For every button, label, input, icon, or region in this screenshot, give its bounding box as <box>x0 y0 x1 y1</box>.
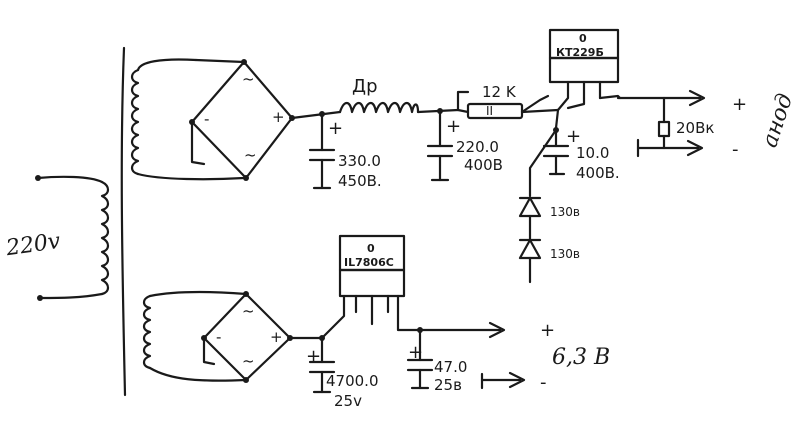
regulator-top-label: КТ229Б <box>556 46 604 59</box>
output-bottom-minus: - <box>540 372 547 393</box>
cap1-voltage: 450В. <box>338 172 382 190</box>
output-top-name: анод <box>757 91 798 151</box>
zener1-label: 130в <box>550 205 580 219</box>
cap2-value: 220.0 <box>456 138 499 156</box>
cap4-voltage: 25v <box>334 392 362 410</box>
zener2-label: 130в <box>550 247 580 261</box>
resistor-12k <box>466 102 524 120</box>
bridge-rectifier-bottom <box>201 291 293 383</box>
cap3-voltage: 400В. <box>576 164 620 182</box>
bottom-main-wire <box>288 294 506 341</box>
transformer-secondary-winding-bottom <box>142 290 248 382</box>
bridge-top-ac2: ~ <box>244 146 257 164</box>
capacitor-220 <box>426 109 454 182</box>
bridge-top-plus: + <box>272 108 285 126</box>
regulator-bottom-chip <box>338 234 406 326</box>
bridge-bottom-ac1: ~ <box>242 302 255 320</box>
top-output-wire <box>616 89 706 158</box>
cap2-plus: + <box>446 116 461 137</box>
output-top-minus: - <box>732 139 739 160</box>
zener-diode-1 <box>518 196 542 242</box>
capacitor-330 <box>308 112 336 190</box>
capacitor-47 <box>406 328 434 390</box>
regulator-top-mark: 0 <box>579 32 587 45</box>
resistor-label: 12 K <box>482 83 517 101</box>
transformer-core <box>120 46 127 397</box>
cap5-voltage: 25в <box>434 376 462 394</box>
cap5-value: 47.0 <box>434 358 467 376</box>
capacitor-10 <box>528 108 570 198</box>
cap1-value: 330.0 <box>338 152 381 170</box>
transformer-secondary-winding-top <box>130 58 246 181</box>
cap4-plus: + <box>306 346 321 367</box>
regulator-bottom-mark: 0 <box>367 242 375 255</box>
bridge-bottom-ac2: ~ <box>242 352 255 370</box>
cap2-voltage: 400В <box>464 156 503 174</box>
regulator-top-chip <box>548 28 622 112</box>
bridge-top-minus: - <box>204 110 209 128</box>
output-bottom-plus: + <box>540 320 555 341</box>
capacitor-4700 <box>308 336 336 394</box>
bridge-top-ac1: ~ <box>242 70 255 88</box>
cap1-plus: + <box>328 118 343 139</box>
resistor-body-mark: II <box>486 104 493 118</box>
bridge-bottom-plus: + <box>270 328 283 346</box>
bridge-bottom-minus: - <box>216 328 221 346</box>
inductor-label: Др <box>352 76 378 97</box>
regulator-bottom-label: IL7806C <box>344 256 394 269</box>
transformer-primary-winding <box>35 175 110 301</box>
load-resistor-label: 20Вк <box>676 119 714 137</box>
mains-voltage-label: 220v <box>4 229 63 262</box>
zener-diode-2 <box>518 238 542 284</box>
inductor <box>338 101 420 114</box>
cap5-plus: + <box>408 342 423 363</box>
cap4-value: 4700.0 <box>326 372 379 390</box>
output-top-plus: + <box>732 94 747 115</box>
cap3-value: 10.0 <box>576 144 609 162</box>
cap3-plus: + <box>566 126 581 147</box>
output-bottom-voltage: 6,3 В <box>552 345 610 370</box>
bottom-negative-wire <box>480 371 526 390</box>
